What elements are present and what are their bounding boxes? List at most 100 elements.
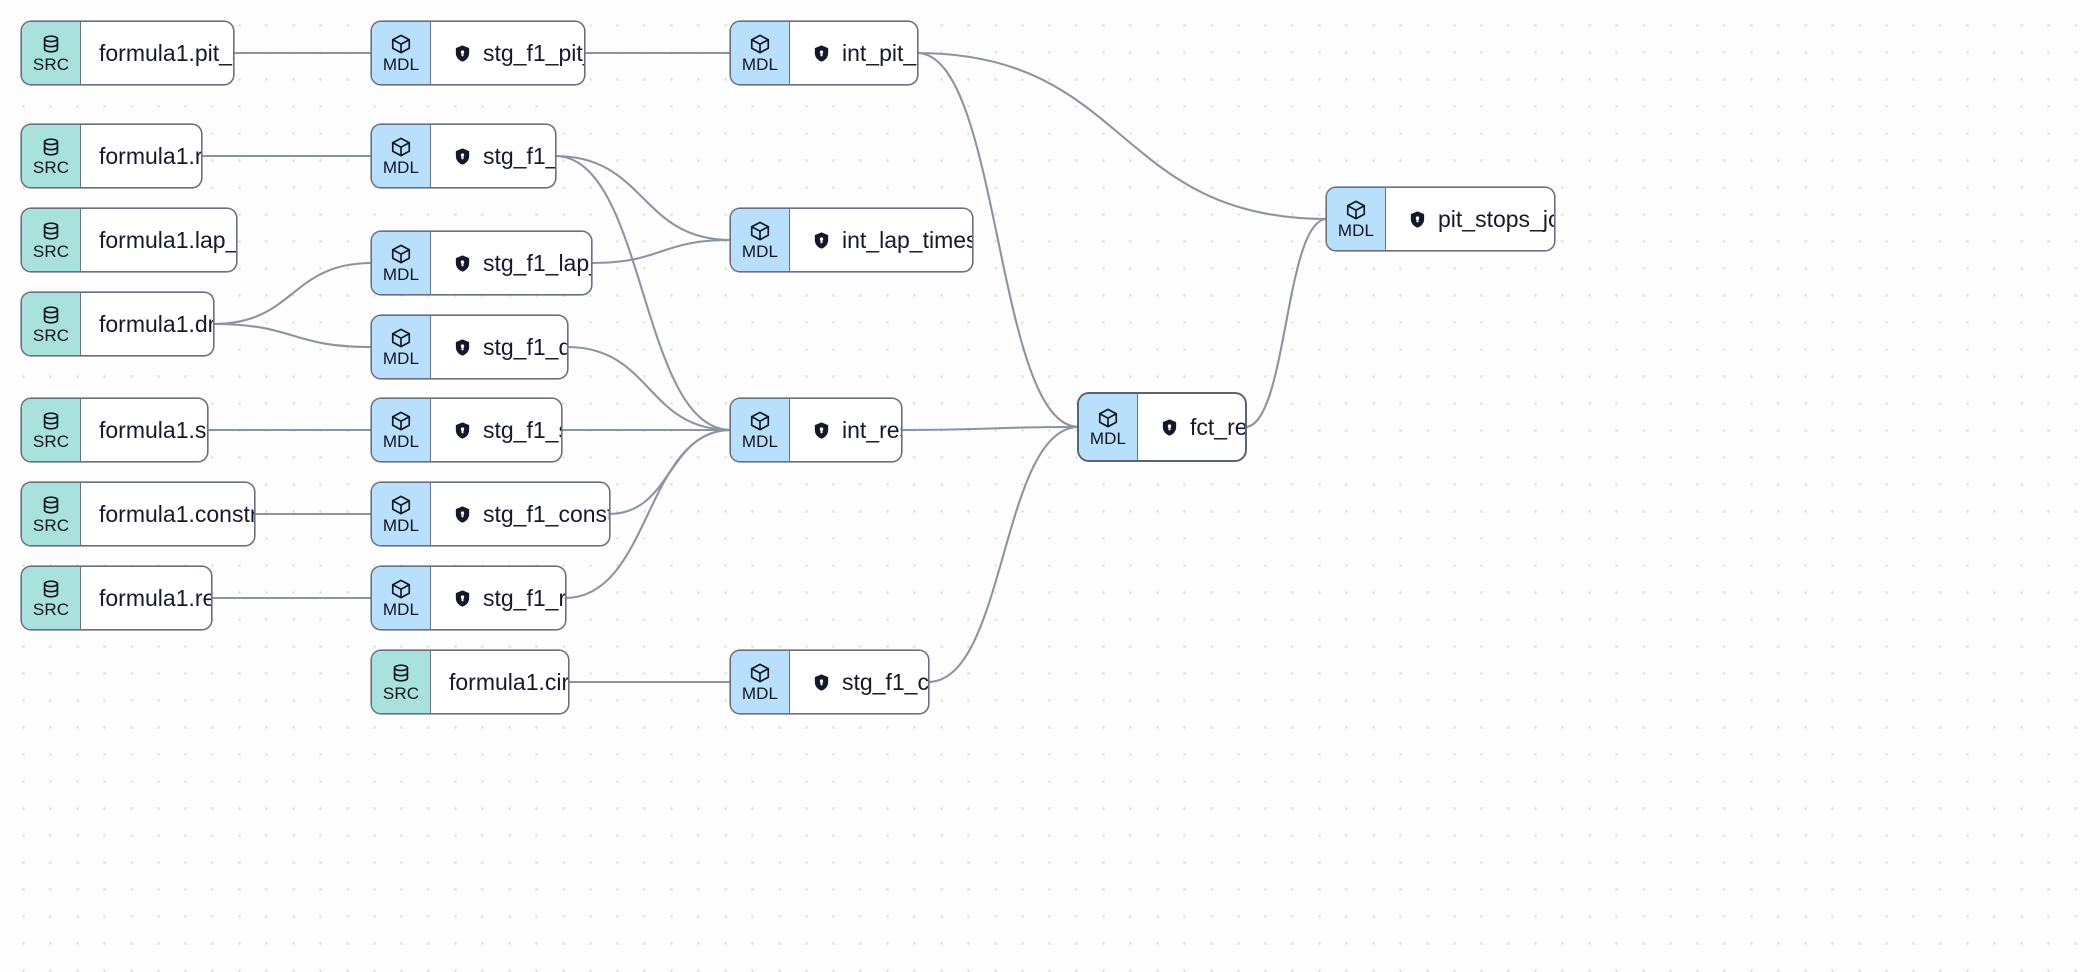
graph-node-int_results[interactable]: MDL int_results [731, 399, 901, 461]
shield-icon [812, 673, 831, 692]
graph-node-fct_results[interactable]: MDL fct_results [1079, 394, 1245, 460]
graph-node-src_pit_stops[interactable]: SRC formula1.pit_stops [22, 22, 233, 84]
cube-icon [749, 33, 771, 55]
node-body: formula1.constructors [81, 483, 254, 545]
node-badge-label: MDL [382, 265, 420, 284]
node-label: stg_f1_races [483, 142, 555, 169]
node-badge-label: MDL [741, 432, 779, 451]
node-badge-label: MDL [1337, 221, 1375, 240]
database-icon [40, 304, 62, 326]
node-badge-mdl: MDL [372, 567, 431, 629]
database-icon [40, 410, 62, 432]
shield-icon [453, 589, 472, 608]
node-body: int_pit_stops [790, 22, 917, 84]
node-label: int_pit_stops [842, 39, 917, 66]
node-body: fct_results [1138, 394, 1245, 460]
shield-icon [453, 505, 472, 524]
node-badge-mdl: MDL [372, 316, 431, 378]
graph-node-int_pit_stops[interactable]: MDL int_pit_stops [731, 22, 917, 84]
node-body: formula1.drivers [81, 293, 213, 355]
node-badge-label: SRC [32, 158, 70, 177]
node-label: formula1.drivers [99, 310, 213, 337]
shield-icon [453, 421, 472, 440]
node-badge-mdl: MDL [372, 399, 431, 461]
node-body: pit_stops_joined [1386, 188, 1554, 250]
database-icon [40, 578, 62, 600]
graph-edge-stg_constructors-to-int_results [607, 428, 733, 516]
shield-icon [812, 421, 831, 440]
graph-node-stg_constructors[interactable]: MDL stg_f1_constructors [372, 483, 609, 545]
node-badge-mdl: MDL [372, 125, 431, 187]
node-body: stg_f1_drivers [431, 316, 567, 378]
node-badge-mdl: MDL [1079, 394, 1138, 460]
graph-edge-int_results-to-fct_results [899, 425, 1081, 432]
graph-node-stg_races[interactable]: MDL stg_f1_races [372, 125, 555, 187]
database-icon [390, 662, 412, 684]
node-label: formula1.races [99, 142, 201, 169]
node-body: formula1.circuits [431, 651, 568, 713]
node-label: formula1.constructors [99, 500, 254, 527]
shield-icon [1160, 418, 1179, 437]
shield-icon [812, 231, 831, 250]
node-body: formula1.status [81, 399, 207, 461]
node-badge-src: SRC [372, 651, 431, 713]
cube-icon [1345, 199, 1367, 221]
cube-icon [749, 662, 771, 684]
node-badge-label: MDL [1089, 429, 1127, 448]
node-badge-src: SRC [22, 293, 81, 355]
node-badge-src: SRC [22, 209, 81, 271]
node-body: int_results [790, 399, 901, 461]
node-label: stg_f1_constructors [483, 500, 609, 527]
node-label: stg_f1_status [483, 416, 561, 443]
node-label: formula1.pit_stops [99, 39, 233, 66]
node-body: formula1.results [81, 567, 211, 629]
node-body: formula1.lap_times [81, 209, 236, 271]
node-badge-mdl: MDL [731, 22, 790, 84]
graph-node-stg_circuits[interactable]: MDL stg_f1_circuits [731, 651, 928, 713]
graph-node-src_lap_times[interactable]: SRC formula1.lap_times [22, 209, 236, 271]
node-badge-label: MDL [382, 432, 420, 451]
node-label: int_lap_times_years [842, 226, 972, 253]
cube-icon [390, 327, 412, 349]
cube-icon [390, 136, 412, 158]
node-badge-label: SRC [32, 242, 70, 261]
node-badge-label: MDL [741, 684, 779, 703]
database-icon [40, 33, 62, 55]
graph-node-pit_stops_joined[interactable]: MDL pit_stops_joined [1327, 188, 1554, 250]
graph-node-src_status[interactable]: SRC formula1.status [22, 399, 207, 461]
node-body: stg_f1_circuits [790, 651, 928, 713]
node-badge-src: SRC [22, 399, 81, 461]
database-icon [40, 220, 62, 242]
node-badge-label: SRC [32, 432, 70, 451]
graph-edge-stg_drivers-to-int_results [565, 345, 733, 432]
graph-node-src_drivers[interactable]: SRC formula1.drivers [22, 293, 213, 355]
node-body: int_lap_times_years [790, 209, 972, 271]
shield-icon [1408, 210, 1427, 229]
node-badge-mdl: MDL [372, 232, 431, 294]
cube-icon [749, 220, 771, 242]
cube-icon [749, 410, 771, 432]
database-icon [40, 136, 62, 158]
graph-node-stg_status[interactable]: MDL stg_f1_status [372, 399, 561, 461]
node-label: stg_f1_lap_times [483, 249, 591, 276]
graph-node-stg_lap_times[interactable]: MDL stg_f1_lap_times [372, 232, 591, 294]
node-body: stg_f1_constructors [431, 483, 609, 545]
node-label: formula1.lap_times [99, 226, 236, 253]
node-label: stg_f1_circuits [842, 668, 928, 695]
node-badge-label: MDL [382, 158, 420, 177]
shield-icon [453, 44, 472, 63]
node-body: stg_f1_lap_times [431, 232, 591, 294]
node-badge-label: SRC [32, 55, 70, 74]
node-label: stg_f1_pit_stops [483, 39, 584, 66]
graph-node-src_races[interactable]: SRC formula1.races [22, 125, 201, 187]
node-badge-label: MDL [382, 516, 420, 535]
